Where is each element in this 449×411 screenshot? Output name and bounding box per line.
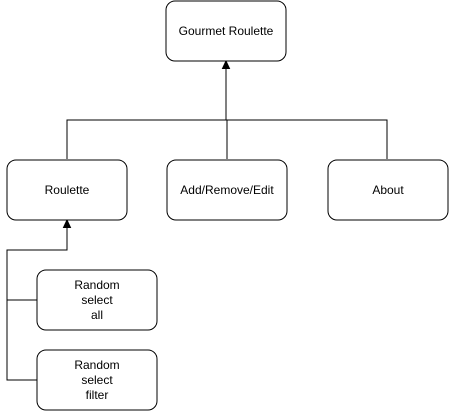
arrowhead-root	[221, 59, 231, 69]
node-random-select-all-box	[36, 269, 158, 331]
node-random-select-filter-line-3: filter	[86, 388, 109, 402]
edges-to-roulette	[6, 218, 72, 381]
node-add-remove-edit-box	[166, 159, 288, 221]
node-roulette-label: Roulette	[45, 183, 90, 197]
node-add-remove-edit[interactable]: Add/Remove/Edit	[166, 159, 288, 221]
node-gourmet-roulette-box	[165, 0, 287, 62]
node-random-select-all-line-3: all	[91, 308, 103, 322]
node-random-select-all-line-1: Random	[74, 278, 119, 292]
node-gourmet-roulette-label: Gourmet Roulette	[179, 24, 274, 38]
node-add-remove-edit-label: Add/Remove/Edit	[180, 183, 274, 197]
edge-roulette-to-root	[66, 119, 226, 159]
node-roulette[interactable]: Roulette	[6, 159, 128, 221]
node-random-select-all[interactable]: Random select all	[36, 269, 158, 331]
edge-random-filter-to-roulette	[6, 300, 37, 381]
node-random-select-all-line-2: select	[81, 293, 113, 307]
node-roulette-box	[6, 159, 128, 221]
edge-about-to-root	[226, 119, 388, 159]
node-about-label: About	[372, 183, 404, 197]
node-random-select-filter-line-1: Random	[74, 358, 119, 372]
node-about[interactable]: About	[327, 159, 449, 221]
node-random-select-filter-line-2: select	[81, 373, 113, 387]
edge-random-all-to-roulette	[6, 227, 68, 301]
node-gourmet-roulette[interactable]: Gourmet Roulette	[165, 0, 287, 62]
node-random-select-filter-box	[36, 349, 158, 411]
edges-to-root	[66, 59, 388, 159]
arrowhead-roulette	[62, 218, 72, 228]
node-about-box	[327, 159, 449, 221]
node-random-select-filter[interactable]: Random select filter	[36, 349, 158, 411]
